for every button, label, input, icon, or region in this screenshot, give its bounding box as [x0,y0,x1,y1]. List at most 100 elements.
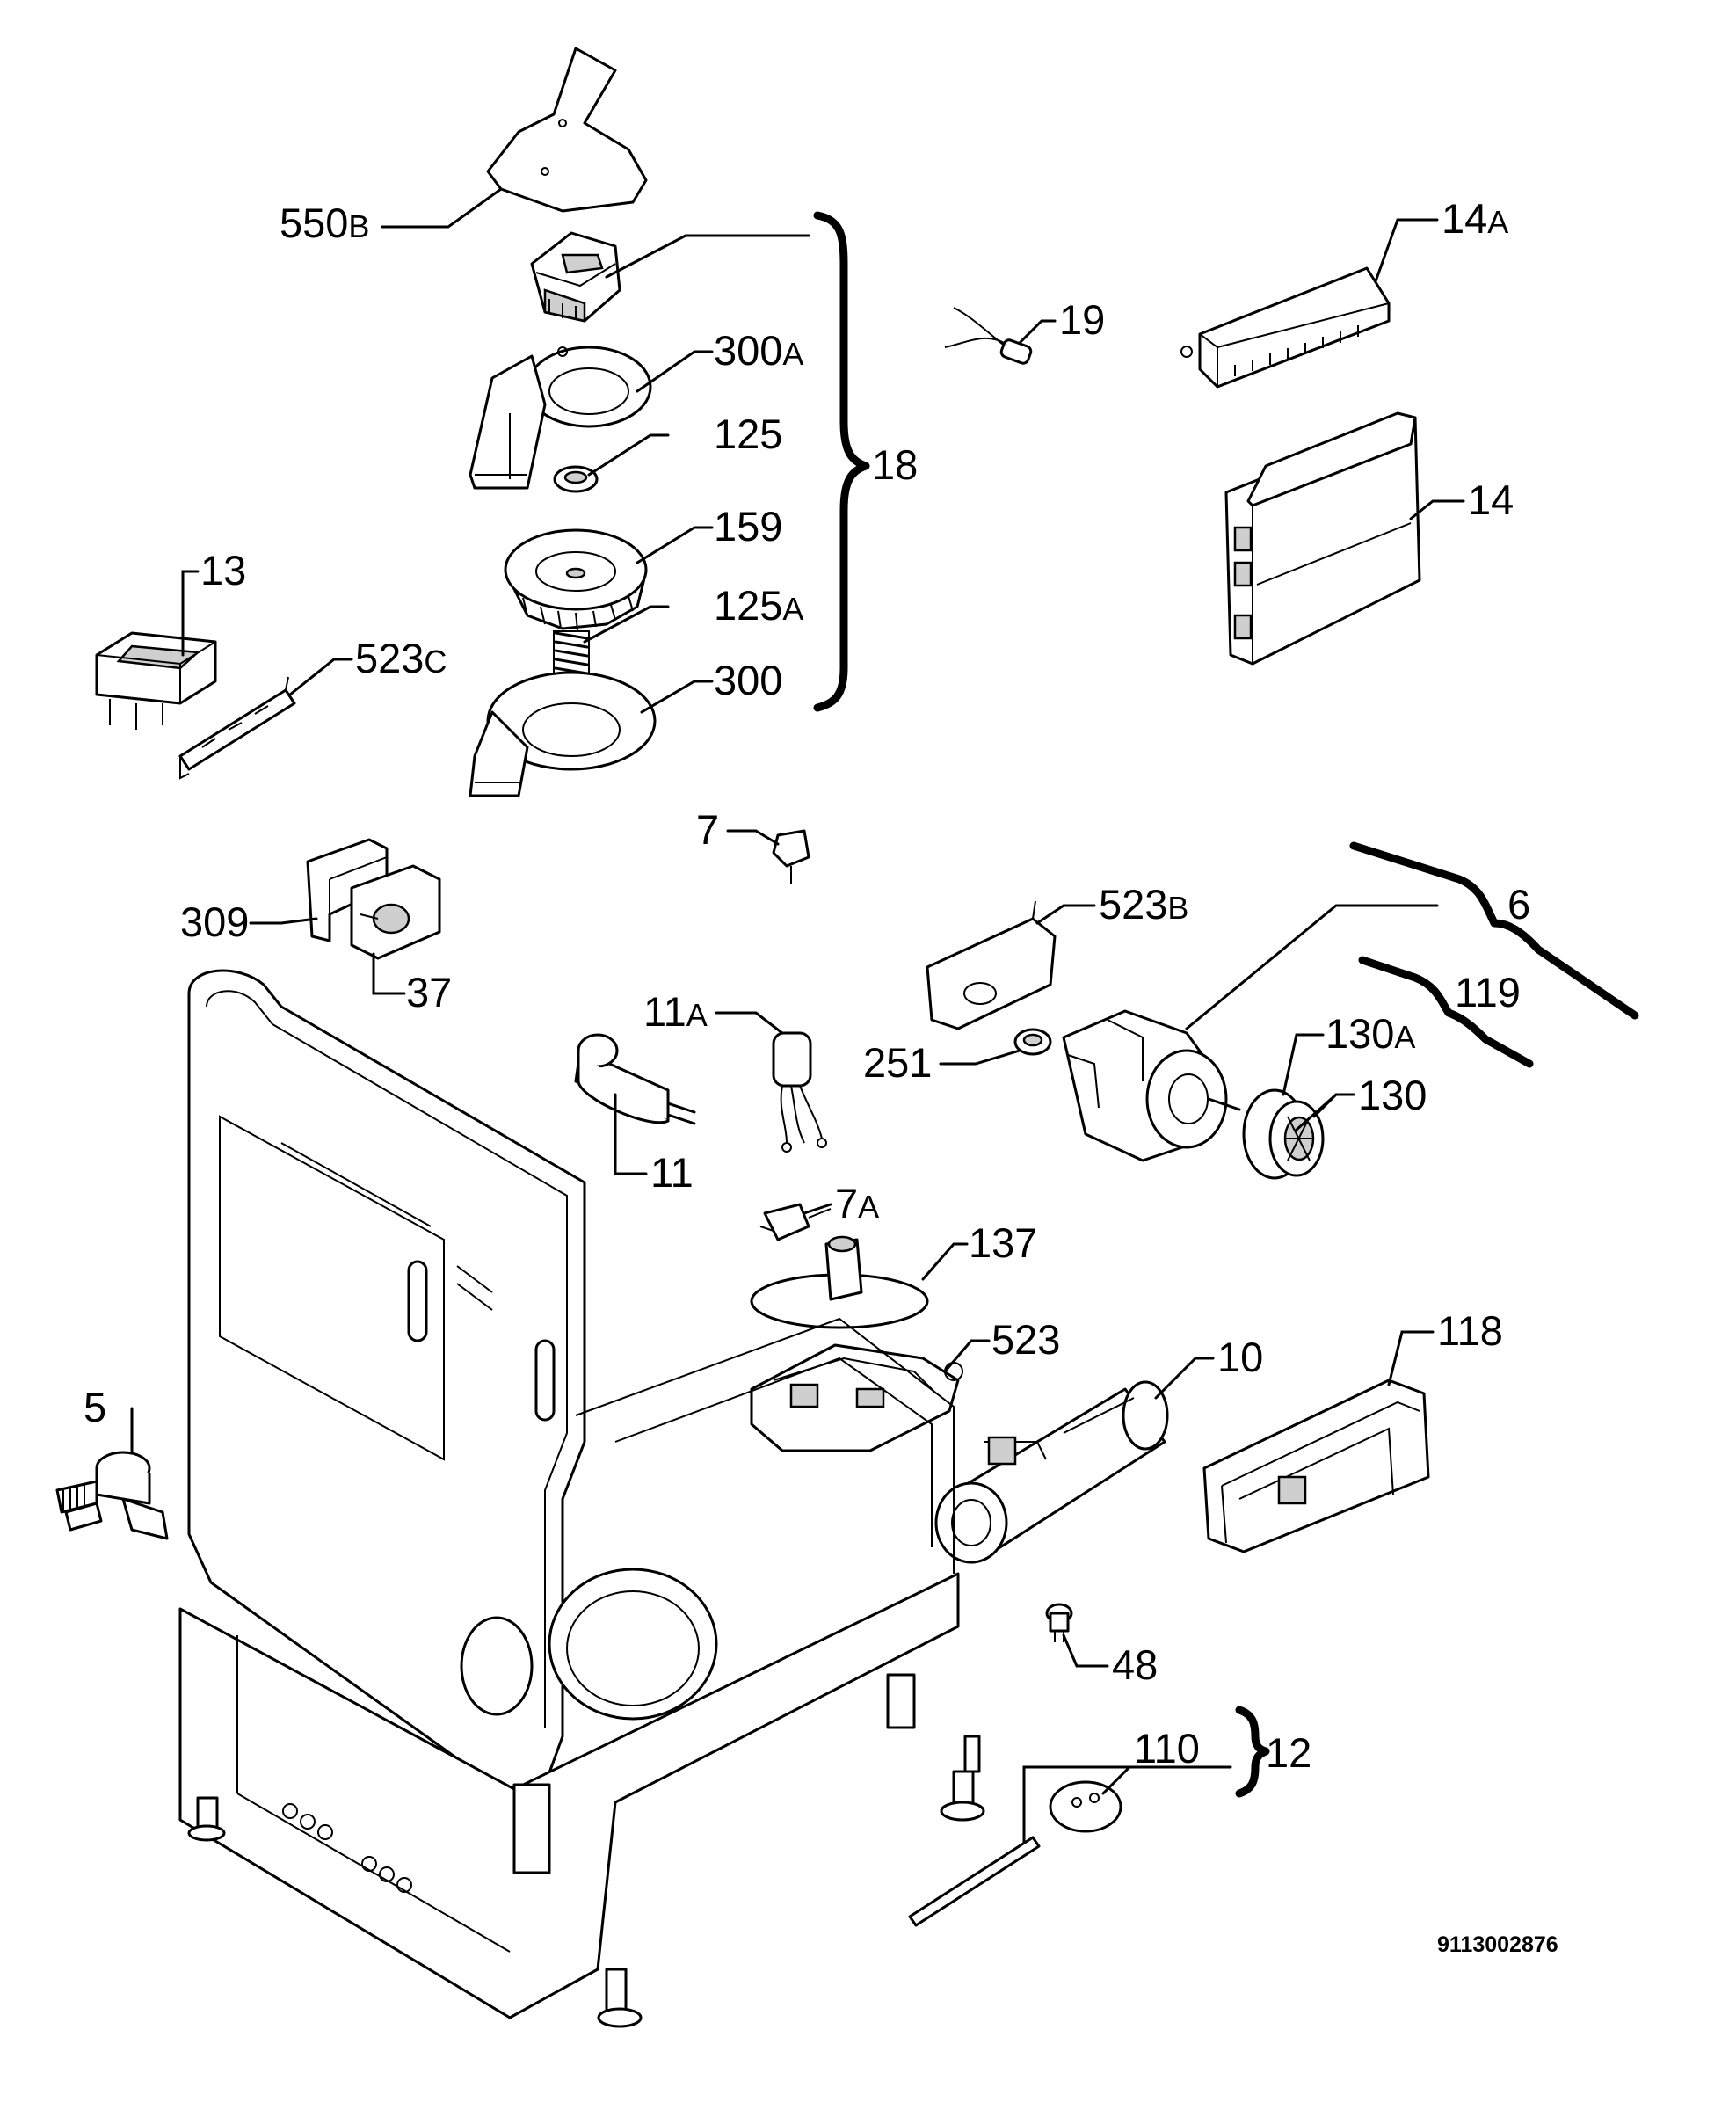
callout-number: 10 [1217,1334,1263,1380]
callout-7a: 7A [835,1180,879,1226]
brace-6 [1349,841,1639,1020]
callout-5: 5 [84,1384,106,1430]
callout-110: 110 [1134,1725,1200,1772]
callout-18: 18 [872,441,918,488]
callout-suffix: A [858,1189,879,1225]
callout-number: 110 [1134,1725,1200,1772]
callout-523b: 523B [1099,881,1188,928]
callout-130a: 130A [1326,1010,1415,1057]
callout-number: 13 [200,547,246,593]
callout-14: 14 [1468,477,1514,523]
part-fan-motor [530,231,621,323]
callout-130: 130 [1358,1072,1427,1118]
callout-number: 251 [863,1039,932,1086]
callout-523c: 523C [355,635,447,681]
part-300a-upper-housing [469,346,652,490]
callout-number: 550 [280,200,348,246]
callout-number: 14 [1442,195,1487,242]
callout-suffix: A [782,336,803,372]
part-523b-bracket [926,900,1057,1030]
callout-number: 159 [714,503,782,549]
callout-11: 11 [650,1149,694,1196]
callout-suffix: A [782,591,803,627]
callout-number: 137 [969,1219,1037,1266]
callout-118: 118 [1437,1307,1503,1354]
part-118-dispenser [1202,1379,1430,1553]
part-14a-control-panel [1180,266,1391,389]
callout-number: 18 [872,441,918,488]
callout-300a: 300A [714,327,803,374]
callout-number: 309 [180,899,249,945]
callout-number: 118 [1437,1307,1503,1354]
callout-number: 19 [1059,296,1105,343]
callout-number: 37 [406,969,452,1015]
callout-number: 11 [643,988,686,1035]
callout-number: 523 [355,635,424,681]
callout-523: 523 [991,1316,1060,1363]
part-7-switch [772,829,810,884]
callout-309: 309 [180,899,249,945]
brace-12 [1235,1706,1270,1798]
callout-suffix: A [1487,204,1508,240]
callout-number: 48 [1112,1641,1158,1688]
part-11-capacitor [574,1033,696,1125]
callout-159: 159 [714,503,782,549]
part-125a-spring [553,630,590,678]
part-7a-switch [759,1203,832,1241]
callout-number: 14 [1468,477,1514,523]
callout-125: 125 [714,411,782,457]
part-11a-capacitor [772,1031,827,1153]
callout-number: 125 [714,582,782,629]
callout-suffix: C [424,644,447,680]
part-19-cable [944,307,1033,365]
callout-number: 7 [696,806,719,853]
callout-number: 11 [650,1149,694,1196]
callout-300: 300 [714,657,782,703]
callout-14a: 14A [1442,195,1508,242]
callout-number: 130 [1326,1010,1394,1057]
callout-suffix: A [1394,1019,1415,1055]
part-137-lid [750,1235,929,1329]
part-110-float [908,1780,1122,1927]
callout-7: 7 [696,806,719,853]
part-125-seal [553,465,599,493]
callout-number: 12 [1266,1729,1311,1776]
callout-119: 119 [1455,969,1521,1015]
leader-lines [130,187,1465,1844]
callout-125a: 125A [714,582,803,629]
callout-550b: 550B [280,200,369,246]
callout-labels: 550B300A12518159125A30013523C1914A147309… [84,195,1530,1776]
callout-6: 6 [1507,881,1530,928]
part-10-heater [934,1380,1169,1564]
part-37-actuator [350,864,441,960]
part-159-impeller [504,528,648,631]
part-300-lower-housing [469,671,657,797]
callout-suffix: B [348,208,369,244]
callout-13: 13 [200,547,246,593]
brace-119 [1358,956,1534,1068]
callout-number: 300 [714,327,782,374]
callout-number: 523 [1099,881,1167,928]
diagram-code: 9113002876 [1437,1932,1558,1957]
part-13-relay [95,631,217,730]
callout-number: 125 [714,411,782,457]
callout-number: 7 [835,1180,858,1226]
part-130-impeller [1242,1088,1325,1180]
callout-48: 48 [1112,1641,1158,1688]
callout-suffix: B [1167,890,1188,926]
part-48-sensor [1045,1603,1073,1642]
callout-12: 12 [1266,1729,1311,1776]
callout-10: 10 [1217,1334,1263,1380]
part-14-control-module [1224,411,1421,666]
callout-19: 19 [1059,296,1105,343]
callout-suffix: A [686,997,708,1033]
callout-11a: 11A [643,988,708,1035]
callout-number: 119 [1455,969,1521,1015]
part-5-inlet-valve [55,1451,169,1540]
callout-number: 523 [991,1316,1060,1363]
part-6-pump-motor [1062,1009,1241,1162]
callout-number: 5 [84,1384,106,1430]
callout-number: 130 [1358,1072,1427,1118]
callout-251: 251 [863,1039,932,1086]
